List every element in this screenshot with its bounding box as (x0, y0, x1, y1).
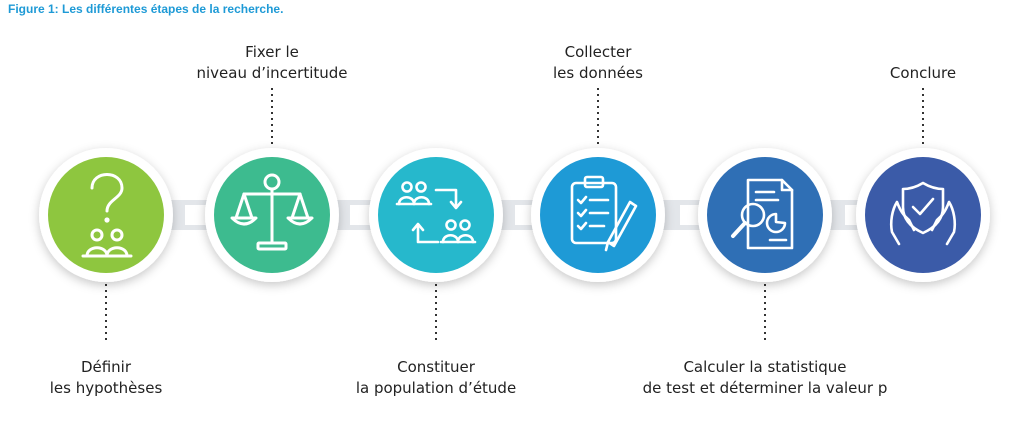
step-1-node (39, 148, 173, 282)
question-people-icon (81, 173, 133, 258)
step-3-label: Constituer la population d’étude (355, 358, 517, 397)
balance-scale-icon (230, 173, 314, 251)
step-4-node (531, 148, 665, 282)
step-5-label: Calculer la statistique de test et déter… (642, 358, 888, 397)
document-analysis-icon (731, 178, 794, 250)
step-5-node (698, 148, 832, 282)
step-4-label: Collecter les données (553, 43, 643, 82)
population-exchange-icon (395, 181, 477, 244)
step-2-label: Fixer le niveau d’incertitude (196, 43, 348, 82)
step-1-label: Définir les hypothèses (49, 358, 163, 397)
step-3-node (369, 148, 503, 282)
shield-hands-icon (889, 181, 957, 246)
figure-caption: Figure 1: Les différentes étapes de la r… (8, 2, 284, 16)
clipboard-checklist-icon (570, 175, 638, 252)
step-2-node (205, 148, 339, 282)
step-6-node (856, 148, 990, 282)
step-6-label: Conclure (889, 64, 957, 82)
